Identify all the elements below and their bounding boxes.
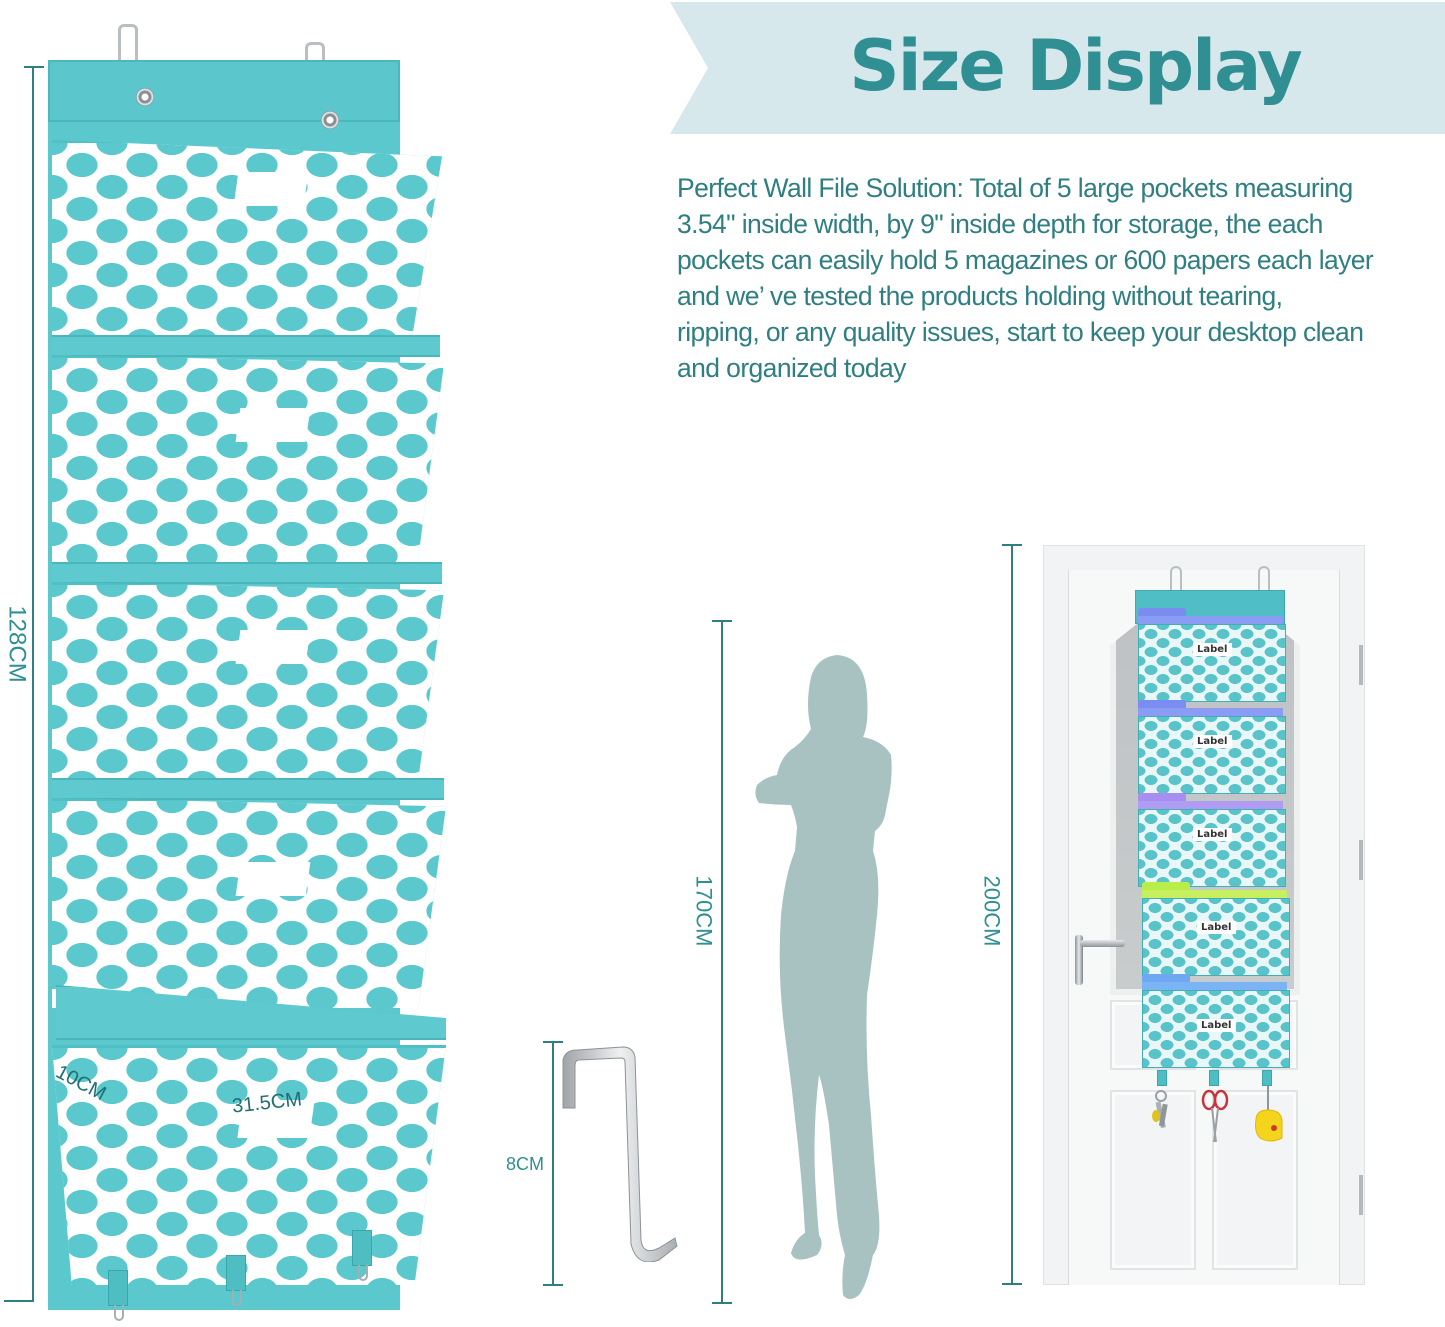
door-hinge [1359, 1175, 1363, 1215]
scissors-icon [1201, 1089, 1229, 1143]
dimension-cap-bottom [1002, 1283, 1022, 1285]
page-title: Size Display [849, 25, 1303, 107]
small-hook-icon [114, 1305, 124, 1321]
folder-tab [1138, 700, 1186, 708]
hanging-tab [108, 1270, 128, 1306]
small-hook-icon [232, 1290, 242, 1306]
organizer-pocket-3 [52, 582, 444, 792]
mini-pocket: Label [1142, 898, 1290, 976]
product-description: Perfect Wall File Solution: Total of 5 l… [677, 170, 1437, 386]
hanging-tab [226, 1255, 246, 1291]
mini-pocket-row-5: Label [1142, 974, 1290, 1068]
description-line: pockets can easily hold 5 magazines or 6… [677, 245, 1374, 275]
keys-icon [1152, 1090, 1168, 1129]
mini-pocket: Label [1142, 990, 1290, 1068]
mini-pocket-row-4: Label [1142, 882, 1290, 976]
pocket-label: Label [1193, 828, 1232, 841]
hanging-tab [1262, 1070, 1272, 1086]
organizer-pocket-5 [52, 1045, 446, 1285]
door-hook-icon [1258, 566, 1270, 592]
label-slot [235, 862, 311, 896]
pocket-rim [52, 778, 444, 800]
label-slot [235, 408, 311, 442]
organizer-pocket-4 [52, 798, 446, 1008]
hanging-tab [1157, 1070, 1167, 1086]
organizer-pocket-1 [52, 140, 442, 345]
mini-pocket: Label [1138, 716, 1286, 794]
dimension-cap-bottom [543, 1284, 563, 1286]
folder-tab [1142, 882, 1190, 890]
pocket-rim [52, 335, 440, 357]
folder [1138, 801, 1283, 809]
description-line: and we’ ve tested the products holding w… [677, 281, 1283, 311]
pocket-label: Label [1193, 735, 1232, 748]
label-slot [233, 172, 309, 206]
folder [1138, 616, 1283, 624]
hook-height-label: 8CM [506, 1154, 545, 1174]
dimension-cap-bottom [4, 1300, 34, 1302]
dimension-cap-top [24, 66, 44, 68]
folder-tab [1142, 974, 1190, 982]
folder-tab [1138, 793, 1186, 801]
folder [1142, 890, 1287, 898]
mini-pocket-row-1: Label [1138, 608, 1286, 702]
organizer-header-strip [48, 60, 400, 122]
mini-pocket-row-3: Label [1138, 793, 1286, 887]
pocket-rim [52, 562, 442, 584]
description-line: Perfect Wall File Solution: Total of 5 l… [677, 173, 1353, 203]
door-height-dimension-line [1011, 544, 1013, 1284]
mini-pocket: Label [1138, 624, 1286, 702]
door-hook-icon [118, 24, 138, 62]
door-hinge [1359, 840, 1363, 880]
hook-height-dimension-line [552, 1041, 554, 1285]
label-slot [235, 630, 311, 664]
door-hinge [1359, 645, 1363, 685]
folder [1138, 708, 1283, 716]
pocket-label: Label [1193, 643, 1232, 656]
person-height-dimension-line [721, 620, 723, 1303]
door-panel [1110, 1090, 1196, 1270]
pocket-label: Label [1197, 921, 1236, 934]
mini-pocket: Label [1138, 809, 1286, 887]
description-line: ripping, or any quality issues, start to… [677, 317, 1364, 347]
tape-measure-icon [1255, 1086, 1283, 1142]
door-hook-icon [1170, 566, 1182, 592]
folder-tab [1138, 608, 1186, 616]
height-dimension-line [32, 66, 34, 1302]
organizer-height-label: 128CM [3, 605, 31, 683]
door-handle-icon [1075, 935, 1083, 985]
description-line: and organized today [677, 353, 906, 383]
hanging-tab [1209, 1070, 1219, 1086]
door-height-label: 200CM [979, 875, 1005, 947]
small-hook-icon [358, 1265, 368, 1281]
door-lever-icon [1080, 940, 1125, 947]
grommet-icon [321, 111, 339, 129]
folder [1142, 982, 1287, 990]
mini-pocket-row-2: Label [1138, 700, 1286, 794]
pocket-label: Label [1197, 1019, 1236, 1032]
grommet-icon [136, 88, 154, 106]
description-line: 3.54" inside width, by 9" inside depth f… [677, 209, 1323, 239]
door-panel [1212, 1090, 1298, 1270]
organizer-pocket-2 [52, 355, 444, 570]
title-banner [670, 2, 1445, 134]
person-height-label: 170CM [691, 875, 717, 947]
over-door-hook-icon [562, 1046, 678, 1262]
person-silhouette-icon [755, 655, 892, 1299]
dimension-cap-bottom [712, 1302, 732, 1304]
hanging-tab [352, 1230, 372, 1266]
